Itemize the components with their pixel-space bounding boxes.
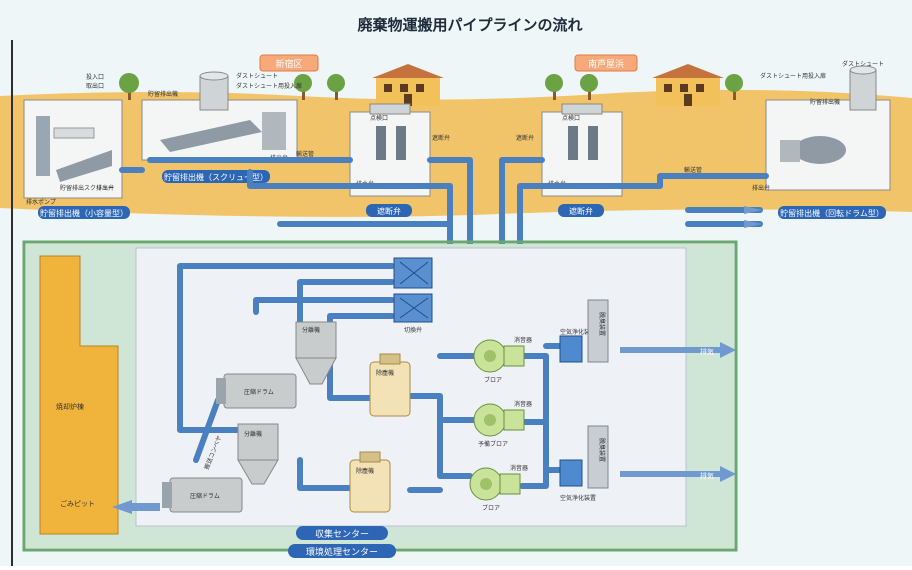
house-icon xyxy=(652,64,724,106)
dust-pit-label: ごみピット xyxy=(60,499,95,508)
compress-drum-bottom-label: 圧縮ドラム xyxy=(190,492,220,500)
shutoff-valve-pit-right xyxy=(541,103,623,197)
silencer-3-label: 消音器 xyxy=(510,464,528,472)
collection-center-tag: 収集センター xyxy=(296,526,388,540)
blower-3 xyxy=(469,467,521,501)
deodorizer-bottom xyxy=(587,425,609,489)
tree-icon xyxy=(545,74,563,100)
area-badge-right: 南芦屋浜 xyxy=(574,54,638,72)
compress-drum-top xyxy=(216,373,297,409)
air-purifier-bottom-label: 空気浄化装置 xyxy=(560,494,596,502)
tree-icon xyxy=(327,74,345,100)
dust-filter-top xyxy=(369,353,411,417)
shutoff-left-label: 遮断弁 xyxy=(377,206,401,216)
air-purifier-top xyxy=(559,335,583,363)
small-storage-note: 排出弁 xyxy=(96,184,114,192)
switch-valve-label: 切換弁 xyxy=(404,326,422,334)
air-purifier-top-label: 空気浄化装置 xyxy=(560,328,596,336)
small-storage-label-tag: 貯留排出機（小容量型） xyxy=(38,206,130,219)
arrow-left-icon xyxy=(112,500,160,514)
dust-filter-bottom xyxy=(349,451,391,513)
environment-center-label: 環境処理センター xyxy=(306,546,378,558)
separator-top xyxy=(295,321,337,385)
exhaust-top-label: 排気 xyxy=(700,347,714,356)
shutoff-valve-pit-left xyxy=(349,103,431,197)
small-storage-note: 投入口 xyxy=(86,73,104,81)
blower-1 xyxy=(473,339,525,373)
diagram-title: 廃棄物運搬用パイプラインの流れ xyxy=(357,16,582,34)
incinerator-label: 焼却炉棟 xyxy=(56,402,84,411)
tree-icon xyxy=(119,73,139,100)
incinerator-building xyxy=(39,255,119,535)
shutoff-right-label-tag: 遮断弁 xyxy=(558,204,604,217)
screw-storage-note: ダストシュート用投入扉 xyxy=(236,82,302,90)
area-badge-left-label: 新宿区 xyxy=(275,58,302,70)
separator-bottom-label: 分離機 xyxy=(244,430,262,438)
drum-storage-note: ダストシュート xyxy=(842,60,884,68)
shutoff-left-note: 点検口 xyxy=(370,114,388,122)
tree-icon xyxy=(580,74,598,100)
small-storage-note: 貯留排出スクリュー xyxy=(60,184,114,192)
small-storage-note: 排水ポンプ xyxy=(26,198,56,206)
blower-2 xyxy=(473,403,525,437)
switch-valve-upper xyxy=(393,257,433,289)
drum-storage-note: 貯留排出機 xyxy=(810,98,840,106)
arrow-left-icon xyxy=(744,206,762,214)
pipe-label-left: 輸送管 xyxy=(296,150,314,158)
deodorizer-bottom-label: 脱臭装置 xyxy=(598,438,606,462)
blower-2-label: 予備ブロア xyxy=(478,440,508,448)
compress-drum-top-label: 圧縮ドラム xyxy=(244,388,274,396)
silencer-1-label: 消音器 xyxy=(514,336,532,344)
drum-storage-note: ダストシュート用投入扉 xyxy=(760,72,826,80)
screw-storage-note: ダストシュート xyxy=(236,72,278,80)
small-storage-label: 貯留排出機（小容量型） xyxy=(40,208,128,218)
house-icon xyxy=(372,64,444,106)
tree-icon xyxy=(294,74,312,100)
shutoff-right-note: 遮断弁 xyxy=(516,134,534,142)
screw-storage-unit xyxy=(141,71,298,161)
pipe-label-right: 輸送管 xyxy=(684,166,702,174)
arrow-right-icon xyxy=(620,342,736,358)
tree-icon xyxy=(725,74,743,100)
silencer-2-label: 消音器 xyxy=(514,400,532,408)
shutoff-left-note: 遮断弁 xyxy=(432,134,450,142)
dust-filter-bottom-label: 除塵機 xyxy=(356,467,374,475)
area-badge-right-label: 南芦屋浜 xyxy=(588,58,624,70)
dust-filter-top-label: 除塵機 xyxy=(376,369,394,377)
separator-top-label: 分離機 xyxy=(302,326,320,334)
screw-storage-note: 貯留排出機 xyxy=(148,90,178,98)
exhaust-bottom-label: 排気 xyxy=(700,471,714,480)
small-storage-unit xyxy=(23,99,123,199)
drum-storage-unit xyxy=(765,65,891,191)
environment-center-tag: 環境処理センター xyxy=(288,544,396,558)
shutoff-right-label: 遮断弁 xyxy=(569,206,593,216)
arrow-right-icon xyxy=(620,466,736,482)
deodorizer-top-label: 脱臭装置 xyxy=(598,312,606,336)
blower-1-label: ブロア xyxy=(484,376,502,384)
screw-storage-label-tag: 貯留排出機（スクリュー型） xyxy=(162,170,270,183)
deodorizer-top xyxy=(587,299,609,363)
small-storage-note: 取出口 xyxy=(86,82,104,90)
drum-storage-label: 貯留排出機（回転ドラム型） xyxy=(780,208,884,218)
screw-storage-label: 貯留排出機（スクリュー型） xyxy=(164,172,268,182)
area-badge-left: 新宿区 xyxy=(259,54,319,72)
shutoff-right-note: 点検口 xyxy=(562,114,580,122)
arrow-left-icon xyxy=(744,220,762,228)
drum-storage-label-tag: 貯留排出機（回転ドラム型） xyxy=(778,206,886,219)
shutoff-left-label-tag: 遮断弁 xyxy=(366,204,412,217)
separator-bottom xyxy=(237,423,279,485)
compress-drum-bottom xyxy=(162,477,243,513)
switch-valve-lower xyxy=(393,293,433,323)
blower-3-label: ブロア xyxy=(482,504,500,512)
drum-storage-note: 排出弁 xyxy=(752,184,770,192)
collection-center-label: 収集センター xyxy=(315,528,369,540)
air-purifier-bottom xyxy=(559,459,583,487)
